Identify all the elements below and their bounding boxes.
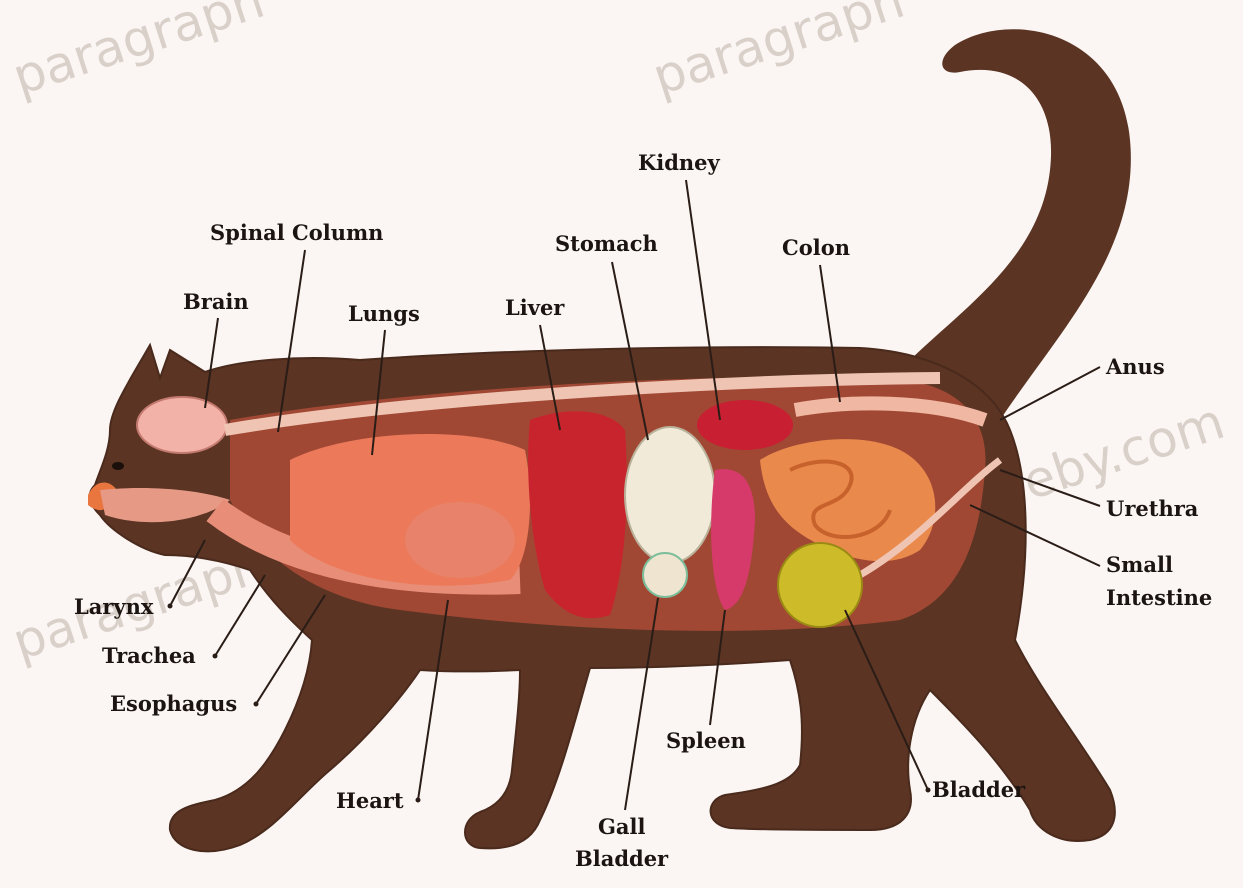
leader-dot: [926, 788, 931, 793]
leader-dot: [168, 604, 173, 609]
label-brain: Brain: [183, 289, 249, 314]
label-trachea: Trachea: [102, 643, 196, 668]
leader-dot: [416, 798, 421, 803]
label-stomach: Stomach: [555, 231, 658, 256]
bladder-organ: [778, 543, 862, 627]
watermark: paragraph: [6, 0, 271, 106]
label-colon: Colon: [782, 235, 850, 260]
label-small-intestine-line1: Small: [1106, 552, 1173, 577]
label-spinal-column: Spinal Column: [210, 220, 383, 245]
leader-dot: [254, 702, 259, 707]
label-heart: Heart: [336, 788, 404, 813]
label-anus: Anus: [1105, 354, 1165, 379]
watermark: paragraph: [646, 0, 911, 106]
cat-eye: [112, 462, 124, 470]
leader-dot: [213, 654, 218, 659]
watermark: eby.com: [1016, 392, 1231, 511]
gall-bladder-organ: [643, 553, 687, 597]
cat-tail: [905, 29, 1131, 420]
label-liver: Liver: [505, 295, 565, 320]
label-urethra: Urethra: [1106, 496, 1199, 521]
label-kidney: Kidney: [638, 150, 721, 175]
label-lungs: Lungs: [348, 301, 420, 326]
stomach-organ: [625, 427, 715, 563]
brain-organ: [137, 397, 227, 453]
heart-organ: [405, 502, 515, 578]
label-spleen: Spleen: [666, 728, 746, 753]
label-larynx: Larynx: [74, 594, 154, 619]
label-gall-bladder-line2: Bladder: [575, 846, 669, 871]
label-gall-bladder-line1: Gall: [598, 814, 646, 839]
kidney-organ: [697, 400, 793, 450]
label-small-intestine-line2: Intestine: [1106, 585, 1212, 610]
label-bladder: Bladder: [932, 777, 1026, 802]
label-esophagus: Esophagus: [110, 691, 237, 716]
